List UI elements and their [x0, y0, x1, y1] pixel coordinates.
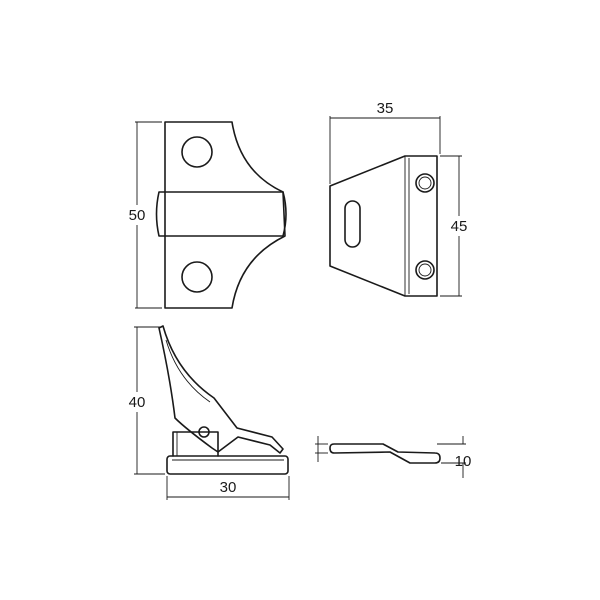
side-width-dimension	[329, 116, 441, 184]
keeper-left-thickness-ticks	[315, 436, 328, 462]
keeper-height-label: 10	[455, 453, 472, 470]
keeper-view	[329, 443, 441, 464]
latch-width-dimension	[166, 476, 290, 500]
side-height-dimension	[440, 155, 462, 297]
latch-height-dimension	[134, 326, 165, 475]
latch-width-label: 30	[220, 479, 237, 496]
side-view	[329, 155, 438, 297]
latch-view	[158, 325, 289, 475]
latch-height-label: 40	[129, 394, 146, 411]
side-width-label: 35	[377, 100, 394, 117]
front-view	[155, 121, 287, 309]
front-height-label: 50	[129, 207, 146, 224]
front-height-dimension	[135, 121, 162, 309]
keeper-height-dimension	[437, 436, 466, 478]
side-height-label: 45	[451, 218, 468, 235]
